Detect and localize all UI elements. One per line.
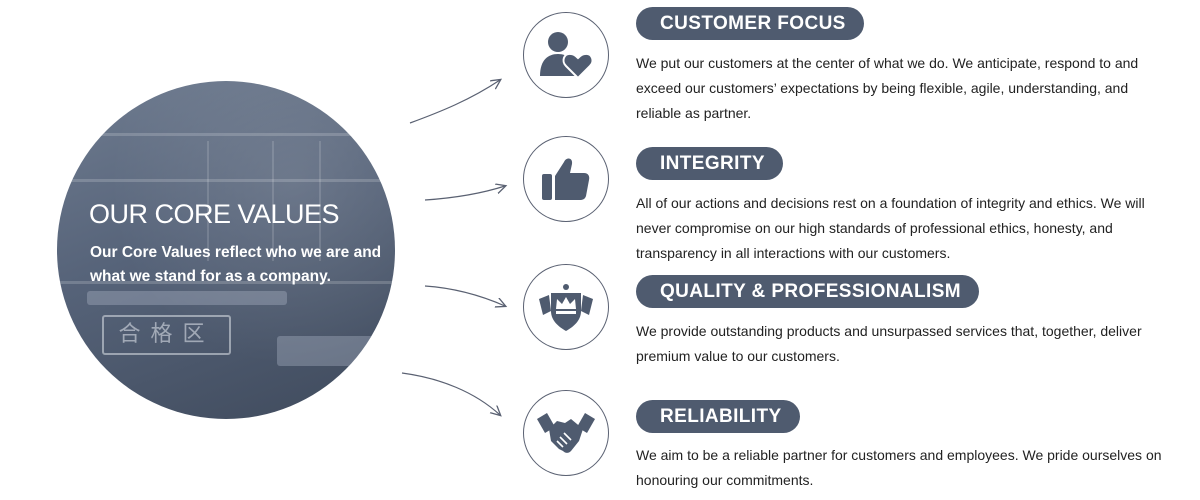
decorative-shelf (57, 179, 395, 182)
crown-shield-icon (539, 284, 593, 331)
hero-description: Our Core Values reflect who we are and w… (90, 244, 382, 285)
decorative-box (277, 336, 387, 366)
customer-heart-icon (540, 32, 594, 80)
decorative-column (207, 141, 209, 261)
decorative-column (272, 141, 274, 261)
handshake-icon (537, 413, 595, 453)
thumbs-up-icon (542, 158, 590, 200)
value-description-customer-focus: We put our customers at the center of wh… (636, 55, 1139, 121)
arrow-integrity (424, 186, 505, 201)
arrow-reliability (401, 372, 500, 415)
value-title-reliability: RELIABILITY (636, 400, 800, 433)
integrity-icon-circle (523, 136, 609, 222)
customer-focus-icon-circle (523, 12, 609, 98)
decorative-box (87, 291, 287, 305)
hero-title: OUR CORE VALUES (89, 199, 340, 229)
arrow-quality (424, 285, 505, 306)
decorative-shelf (57, 133, 395, 136)
value-title-quality-professionalism: QUALITY & PROFESSIONALISM (636, 275, 980, 308)
hero-stamp: 合格区 (102, 315, 231, 355)
value-description-integrity: All of our actions and decisions rest on… (636, 195, 1145, 261)
value-description-quality-professionalism: We provide outstanding products and unsu… (636, 323, 1142, 364)
value-title-customer-focus: CUSTOMER FOCUS (636, 7, 864, 40)
reliability-icon-circle (523, 390, 609, 476)
decorative-shelf (57, 281, 395, 284)
value-title-integrity: INTEGRITY (636, 147, 783, 180)
quality-icon-circle (523, 264, 609, 350)
arrow-customer-focus (409, 80, 500, 124)
hero-image-circle: 合格区 OUR CORE VALUES Our Core Values refl… (57, 81, 395, 419)
decorative-column (319, 141, 321, 261)
value-description-reliability: We aim to be a reliable partner for cust… (636, 447, 1162, 488)
